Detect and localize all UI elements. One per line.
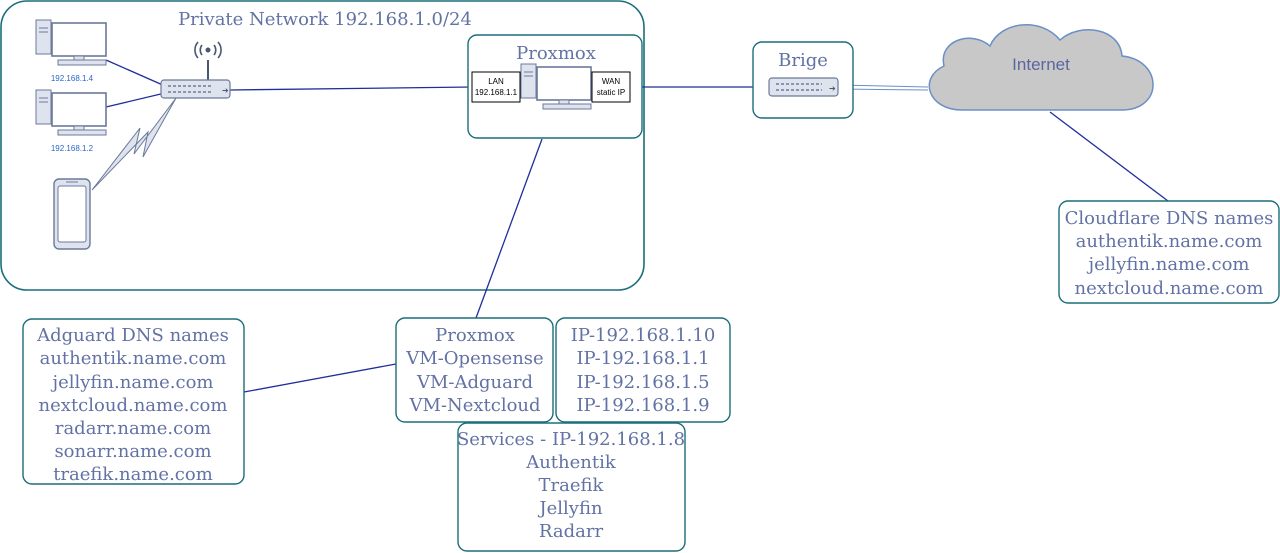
svg-text:➔: ➔ bbox=[829, 84, 836, 93]
lan-label: LAN bbox=[488, 77, 504, 86]
services-line: Authentik bbox=[525, 452, 617, 473]
adguard-line: traefik.name.com bbox=[53, 464, 213, 485]
cloudflare-dns-text: Cloudflare DNS names authentik.name.com … bbox=[1065, 208, 1274, 299]
link-vms-adguard bbox=[243, 363, 397, 393]
vm-line: VM-Nextcloud bbox=[408, 395, 540, 416]
link-internet-cloudflare bbox=[1049, 111, 1169, 202]
services-text: Services - IP-192.168.1.8 Authentik Trae… bbox=[457, 429, 685, 542]
adguard-line: radarr.name.com bbox=[55, 418, 211, 439]
services-line: Radarr bbox=[539, 521, 604, 542]
services-line: Jellyfin bbox=[537, 498, 603, 519]
cloudflare-line: Cloudflare DNS names bbox=[1065, 208, 1274, 229]
lan-ip: 192.168.1.1 bbox=[475, 88, 518, 97]
cloudflare-line: nextcloud.name.com bbox=[1075, 278, 1264, 299]
adguard-line: nextcloud.name.com bbox=[39, 395, 228, 416]
wan-port-box bbox=[591, 71, 631, 103]
switch-icon: ➔ bbox=[768, 77, 839, 97]
link-proxmox-vms bbox=[475, 138, 543, 319]
cloudflare-line: jellyfin.name.com bbox=[1087, 254, 1250, 275]
vm-ip-line: IP-192.168.1.1 bbox=[576, 348, 709, 369]
lan-port-box bbox=[471, 71, 521, 103]
link-pc2-router bbox=[105, 92, 166, 108]
adguard-line: authentik.name.com bbox=[40, 348, 227, 369]
cloudflare-dns-box bbox=[1058, 200, 1280, 304]
svg-text:➔: ➔ bbox=[222, 86, 229, 95]
private-network-title: Private Network 192.168.1.0/24 bbox=[178, 9, 472, 30]
vm-ip-line: IP-192.168.1.9 bbox=[576, 395, 709, 416]
services-line: Services - IP-192.168.1.8 bbox=[457, 429, 685, 450]
vm-ips-text: IP-192.168.1.10 IP-192.168.1.1 IP-192.16… bbox=[571, 325, 716, 416]
proxmox-vms-box bbox=[395, 317, 554, 423]
vm-ip-line: IP-192.168.1.5 bbox=[576, 372, 709, 393]
desktop-pc-icon bbox=[35, 19, 107, 66]
pc1-ip-label: 192.168.1.4 bbox=[51, 74, 94, 83]
adguard-line: Adguard DNS names bbox=[36, 325, 229, 346]
adguard-line: jellyfin.name.com bbox=[51, 372, 214, 393]
desktop-pc-icon bbox=[35, 89, 107, 136]
wan-ip: static IP bbox=[597, 88, 625, 97]
vm-ip-line: IP-192.168.1.10 bbox=[571, 325, 716, 346]
vm-line: VM-Opensense bbox=[405, 348, 543, 369]
link-router-proxmox bbox=[229, 86, 473, 91]
cloudflare-line: authentik.name.com bbox=[1076, 231, 1263, 252]
vm-line: Proxmox bbox=[435, 325, 515, 346]
adguard-line: sonarr.name.com bbox=[54, 441, 211, 462]
bridge-title: Brige bbox=[778, 50, 828, 71]
smartphone-icon bbox=[53, 178, 91, 250]
adguard-dns-box bbox=[22, 318, 245, 485]
services-box bbox=[457, 422, 686, 552]
link-pc1-router bbox=[105, 59, 166, 87]
router-icon: ➔ bbox=[160, 41, 231, 99]
cloud-icon bbox=[928, 24, 1154, 111]
pc2-ip-label: 192.168.1.2 bbox=[51, 144, 94, 153]
services-line: Traefik bbox=[539, 475, 605, 496]
connection-lines bbox=[105, 59, 1169, 393]
proxmox-vms-text: Proxmox VM-Opensense VM-Adguard VM-Nextc… bbox=[405, 325, 543, 416]
server-icon bbox=[520, 63, 592, 110]
vm-line: VM-Adguard bbox=[416, 372, 533, 393]
wan-label: WAN bbox=[602, 77, 621, 86]
wireless-link-icon bbox=[91, 97, 177, 191]
proxmox-host-title: Proxmox bbox=[516, 43, 596, 64]
adguard-dns-text: Adguard DNS names authentik.name.com jel… bbox=[36, 325, 229, 485]
internet-label: Internet bbox=[1012, 55, 1070, 74]
vm-ips-box bbox=[555, 317, 731, 423]
